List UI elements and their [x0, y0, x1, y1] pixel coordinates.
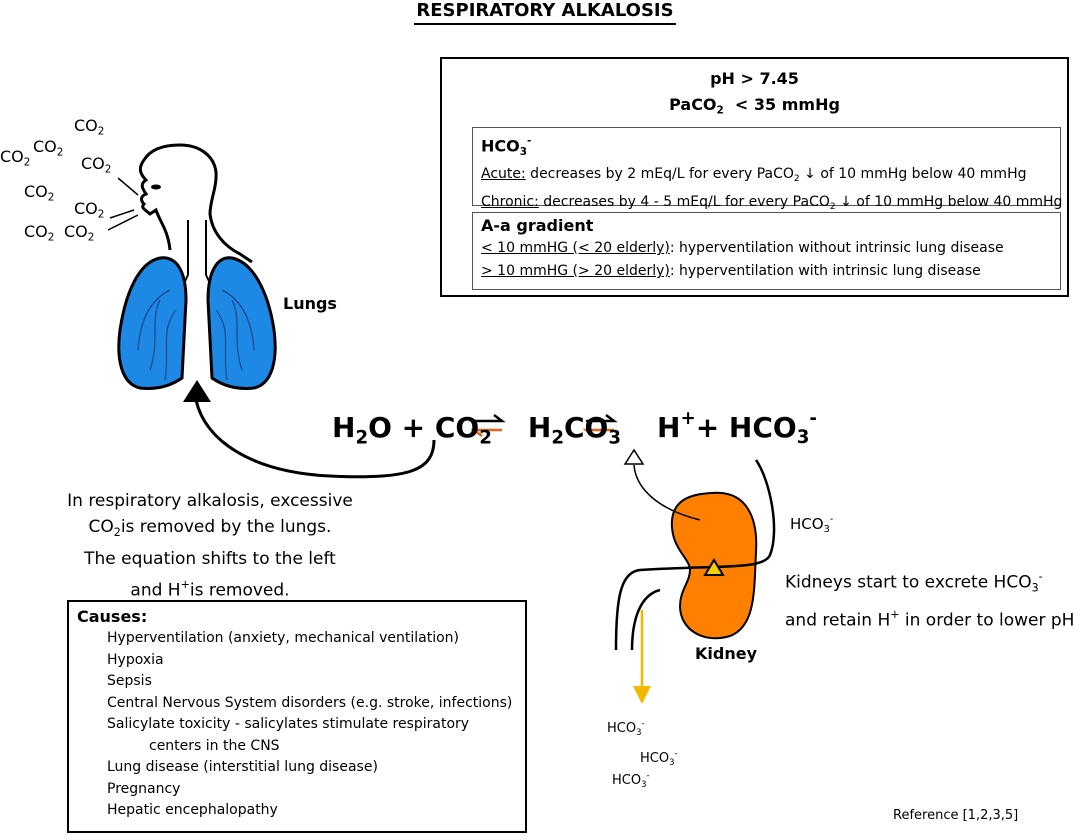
- causes-heading: Causes:: [77, 607, 148, 626]
- page-title: RESPIRATORY ALKALOSIS: [0, 0, 1090, 25]
- eq-hco3: HCO3-: [728, 408, 817, 449]
- co2-label-7: CO2: [24, 222, 55, 244]
- eq-h2co3: H2CO3: [527, 410, 621, 449]
- hco3-acute: Acute: decreases by 2 mEq/L for every Pa…: [481, 165, 1027, 185]
- equilibrium-arrows-2: [582, 414, 618, 437]
- excreted-hco3-1: HCO3-: [607, 718, 645, 737]
- paco2-criterion: PaCO2 < 35 mmHg: [669, 95, 840, 117]
- kidney-label: Kidney: [695, 644, 758, 663]
- eye-icon: [151, 184, 161, 190]
- cause-item: Pregnancy: [107, 780, 181, 797]
- aa-gradient-heading: A-a gradient: [481, 216, 594, 235]
- cause-item: Hyperventilation (anxiety, mechanical ve…: [107, 630, 460, 646]
- excreted-hco3-3: HCO3-: [612, 770, 650, 789]
- cause-item: Sepsis: [107, 673, 152, 689]
- kidney-explanation: Kidneys start to excrete HCO3- and retai…: [785, 570, 1075, 631]
- co2-label-4: CO2: [81, 154, 112, 176]
- co2-label-6: CO2: [74, 199, 105, 221]
- hco3-heading: HCO3-: [481, 135, 532, 158]
- open-arrowhead-icon: [623, 448, 645, 465]
- co2-label-3: CO2: [0, 147, 31, 169]
- hco3-chronic: Chronic: decreases by 4 - 5 mEq/L for ev…: [481, 194, 1063, 213]
- cause-item: Lung disease (interstitial lung disease): [107, 759, 378, 775]
- lungs-label: Lungs: [283, 294, 337, 313]
- co2-label-2: CO2: [33, 137, 64, 159]
- co2-to-lungs-arrow: [194, 399, 436, 479]
- person-outline: [138, 143, 253, 264]
- reference-note: Reference [1,2,3,5]: [893, 808, 1019, 823]
- cause-item: Salicylate toxicity - salicylates stimul…: [107, 716, 470, 732]
- co2-label-1: CO2: [74, 116, 105, 138]
- aa-gradient-line1: < 10 mmHG (< 20 elderly): hyperventilati…: [481, 240, 1004, 256]
- equilibrium-arrows-1: [470, 414, 506, 437]
- excretion-arrowhead-icon: [633, 686, 651, 704]
- aa-gradient-line2: > 10 mmHG (> 20 elderly): hyperventilati…: [481, 263, 981, 279]
- aa-gradient-box: A-a gradient < 10 mmHG (< 20 elderly): h…: [472, 212, 1061, 290]
- eq-h-ion: H+: [657, 408, 696, 444]
- co2-label-5: CO2: [24, 182, 55, 204]
- cause-item: Hypoxia: [107, 651, 164, 668]
- transporter-icon: [703, 558, 725, 576]
- explanation-text: In respiratory alkalosis, excessive CO2i…: [67, 491, 353, 601]
- left-lung-icon: [117, 256, 188, 390]
- hco3-label-kidney: HCO3-: [790, 514, 834, 536]
- cause-item: Central Nervous System disorders (e.g. s…: [107, 694, 513, 711]
- eq-co2: CO2: [434, 410, 492, 449]
- criteria-box: pH > 7.45 PaCO2 < 35 mmHg HCO3- Acute: d…: [440, 57, 1069, 297]
- hco3-box: HCO3- Acute: decreases by 2 mEq/L for ev…: [472, 127, 1062, 212]
- right-lung-icon: [206, 256, 277, 390]
- cause-item: centers in the CNS: [149, 737, 280, 754]
- up-arrowhead-icon: [183, 380, 211, 402]
- hco3-flow-line: [614, 459, 776, 651]
- eq-h2o: H2O: [332, 410, 392, 449]
- excreted-hco3-2: HCO3-: [640, 748, 678, 767]
- co2-label-8: CO2: [64, 222, 95, 244]
- cause-item: Hepatic encephalopathy: [107, 802, 278, 818]
- causes-box: Causes: Hyperventilation (anxiety, mecha…: [67, 600, 527, 833]
- h-retention-arrow: [633, 464, 701, 521]
- ph-criterion: pH > 7.45: [710, 69, 799, 88]
